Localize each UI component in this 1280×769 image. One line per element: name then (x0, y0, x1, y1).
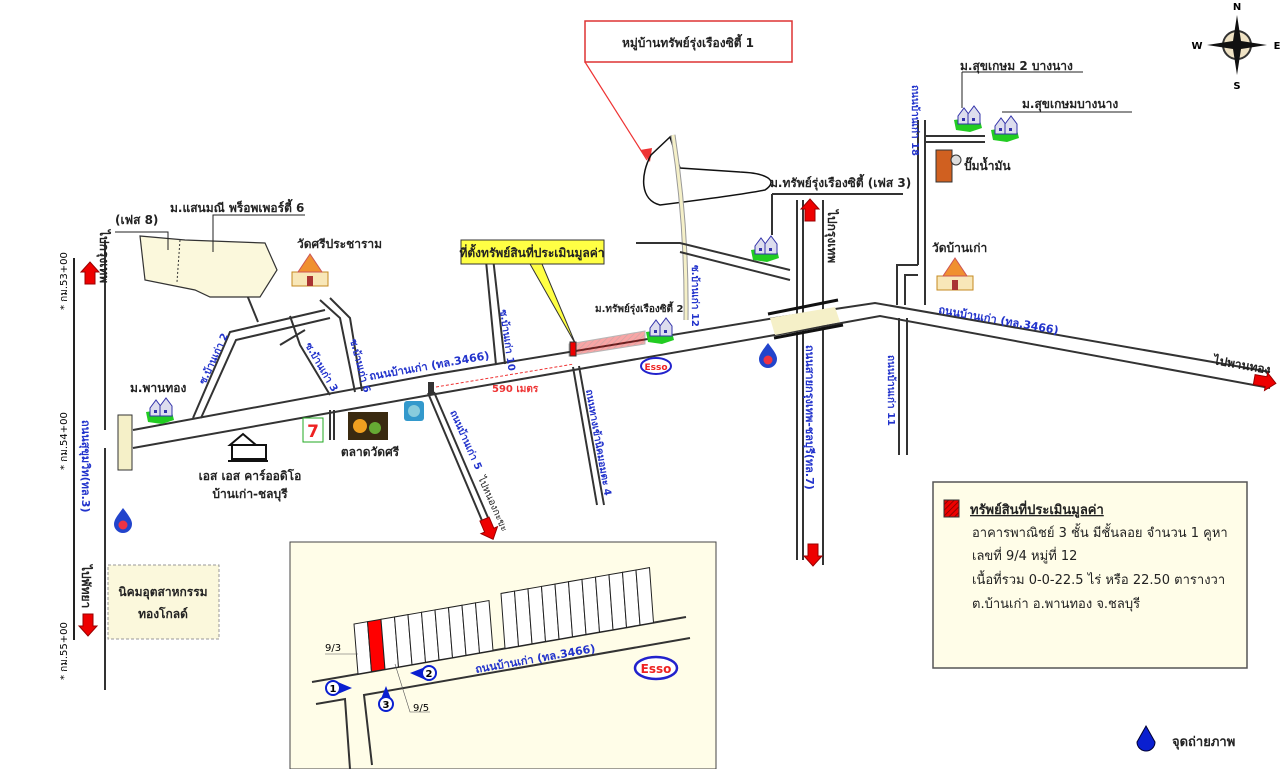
sanmanee-label: ม.แสนมณี พร็อพเพอร์ตี้ 6 (170, 198, 304, 215)
up-arrow-icon (80, 261, 100, 285)
amata-road-label: ถนนทางเข้านิคมอมตะ 4 (583, 388, 614, 496)
to-bangkok-left: ไปกรุงเทพ (96, 228, 112, 283)
industrial-label-2: ทองโกลด์ (138, 606, 188, 621)
photo-point-3-text: 3 (383, 700, 390, 711)
market-icon (348, 412, 388, 440)
inset-house-9-5: 9/5 (413, 703, 429, 714)
wat-sri-label: วัดศรีประชาราม (297, 237, 382, 251)
seven-eleven-icon: 7 (302, 417, 324, 443)
compass-rose: N S W E (1191, 2, 1280, 92)
soi-18-label: ถนนบ้านเก่า 18 (909, 85, 921, 156)
house-icon (750, 235, 780, 263)
soi-11-label: ถนนบ้านเก่า 11 (885, 355, 897, 426)
ss-car-label-1: เอส เอส คาร์ออดิโอ (199, 468, 302, 483)
house-icon (953, 105, 983, 133)
legend-title: ทรัพย์สินที่ประเมินมูลค่า (970, 500, 1104, 518)
km54-label: * กม.54+00 (59, 412, 70, 470)
seven-eleven-text: 7 (307, 422, 319, 442)
house-icon (145, 397, 175, 425)
shophouse-row (568, 330, 646, 357)
to-pattaya-label: ไปพัทยา (79, 563, 94, 608)
subject-swatch-icon (943, 499, 960, 518)
sanmanee-parcel (139, 235, 278, 298)
distance-line (435, 363, 575, 388)
callout-village-1: หมู่บ้านทรัพย์รุ่งเรืองซิตี้ 1 (584, 20, 793, 162)
down-arrow-icon (803, 543, 823, 567)
ptt-station-icon (759, 343, 777, 368)
to-phan-thong-label: ไปพานทอง (1211, 352, 1272, 377)
legend-line-1: อาคารพาณิชย์ 3 ชั้น มีชั้นลอย จำนวน 1 คู… (972, 523, 1228, 541)
gas-pump-label: ปั๊มน้ำมัน (964, 156, 1011, 173)
inset-detail-map: ถนนบ้านเก่า (ทล.3466) 9/3 9/5 1 2 3 Esso (289, 541, 717, 769)
market-label: ตลาดวัดศรี (341, 445, 400, 459)
shophouse-cell (474, 599, 494, 654)
legend-line-2: เลขที่ 9/4 หมู่ที่ 12 (972, 547, 1077, 564)
esso-text: Esso (644, 363, 667, 373)
shophouse-cell (635, 567, 655, 626)
ptt-station-icon (114, 508, 132, 533)
ss-car-label-2: บ้านเก่า-ชลบุรี (212, 487, 288, 502)
phase8-label: (เฟส 8) (115, 213, 158, 227)
soi-10-label: ซ.บ้านเก่า 10 (497, 309, 517, 372)
phan-thong-village-label: ม.พานทอง (130, 381, 186, 395)
house-icon (990, 115, 1020, 143)
subject-callout: ที่ตั้งทรัพย์สินที่ประเมินมูลค่า (459, 239, 605, 346)
legend-line-3: เนื้อที่รวม 0-0-22.5 ไร่ หรือ 22.50 ตารา… (972, 570, 1225, 588)
photo-point-legend-label: จุดถ่ายภาพ (1172, 735, 1235, 750)
traffic-light-icon (428, 382, 434, 394)
bank-icon (404, 401, 424, 421)
callout-village-1-text: หมู่บ้านทรัพย์รุ่งเรืองซิตี้ 1 (622, 33, 754, 51)
soi-3-label: ซ.บ้านเก่า 3 (302, 341, 340, 395)
village-1-boundary (642, 135, 772, 206)
sansuk-label: ม.สุขเกษมบางนาง (1022, 97, 1118, 112)
road-network (73, 120, 1271, 690)
overpass (767, 298, 844, 340)
highway-7-label: ถนนสายกรุงเทพ-ชลบุรี(ทล.7) (802, 345, 816, 490)
compass-e: E (1274, 41, 1280, 52)
gas-pump-icon (935, 149, 962, 183)
soi-2-label: ซ.บ้านเก่า 2 (197, 331, 231, 386)
photo-point-icon (1136, 725, 1156, 752)
road-3466-right-label: ถนนบ้านเก่า (ทล.3466) (937, 303, 1059, 337)
house-icon (645, 317, 675, 345)
soi-6-label: ซ.บ้านเก่า 6 (347, 338, 373, 394)
km53-label: * กม.53+00 (59, 252, 70, 310)
km55-label: * กม.55+00 (59, 622, 70, 680)
compass-n: N (1233, 2, 1241, 13)
industrial-label-1: นิคมอุตสาหกรรม (118, 585, 207, 600)
to-bangkok-right: ไปกรุงเทพ (824, 208, 840, 263)
city-2-label: ม.ทรัพย์รุ่งเรืองซิตี้ 2 (595, 301, 683, 315)
compass-w: W (1191, 41, 1202, 52)
photo-point-2: 2 (410, 665, 437, 681)
inset-house-9-3: 9/3 (325, 643, 341, 654)
ss-car-audio-icon (227, 432, 268, 462)
legend-line-4: ต.บ้านเก่า อ.พานทอง จ.ชลบุรี (972, 596, 1140, 612)
temple-icon (936, 257, 974, 291)
road-3466-label: ถนนบ้านเก่า (ทล.3466) (368, 349, 490, 383)
distance-label: 590 เมตร (492, 384, 539, 395)
inset-esso-logo: Esso (633, 655, 679, 681)
sansuk-2-label: ม.สุขเกษม 2 บางนาง (960, 59, 1073, 74)
soi-5-label: ถนนบ้านเก่า 5 (447, 408, 484, 471)
photo-point-1: 1 (325, 680, 352, 696)
compass-s: S (1233, 81, 1240, 92)
subject-callout-text: ที่ตั้งทรัพย์สินที่ประเมินมูลค่า (459, 243, 604, 261)
wat-ban-kao-label: วัดบ้านเก่า (932, 241, 987, 255)
photo-point-1-text: 1 (330, 684, 337, 695)
subject-parcel-marker (569, 341, 577, 357)
legend-box: ทรัพย์สินที่ประเมินมูลค่า อาคารพาณิชย์ 3… (932, 481, 1248, 669)
temple-icon (291, 253, 329, 287)
photo-point-3: 3 (378, 686, 394, 712)
industrial-estate: นิคมอุตสาหกรรม ทองโกลด์ (107, 564, 220, 640)
soi-12-label: ซ.บ้านเก่า 12 (689, 265, 701, 327)
down-arrow-icon (78, 613, 98, 637)
esso-logo: Esso (640, 357, 672, 375)
phase3-label: ม.ทรัพย์รุ่งเรืองซิตี้ (เฟส 3) (770, 173, 911, 191)
photo-point-2-text: 2 (426, 669, 433, 680)
inset-esso-text: Esso (641, 662, 672, 676)
highway-3-label: ถนนสุขุมวิท(ทล.3) (78, 420, 92, 513)
